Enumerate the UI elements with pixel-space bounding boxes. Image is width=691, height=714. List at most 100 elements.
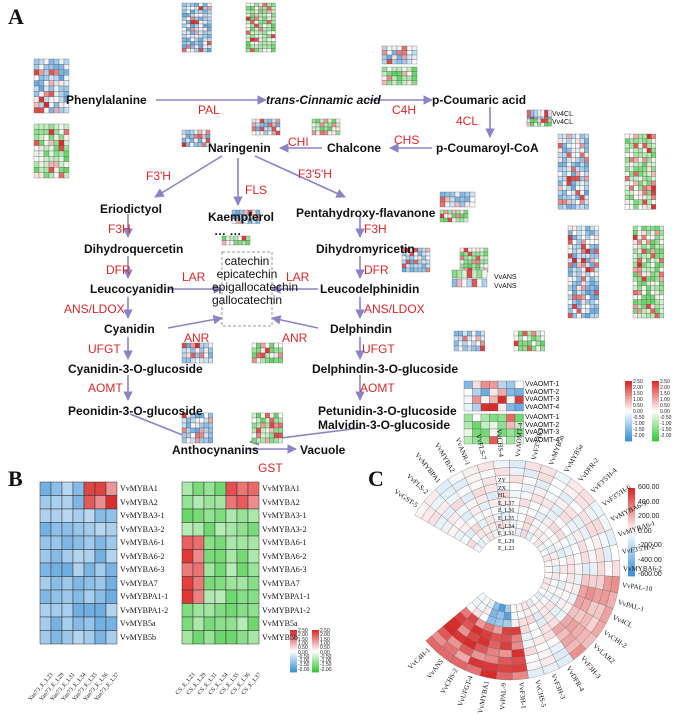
- ufgt-heatmap-green-cell: [659, 235, 664, 240]
- circular-heatmap-cell: [511, 663, 528, 673]
- arrow-f35h: [254, 155, 346, 198]
- heatmap-b-left-cell: [105, 616, 118, 631]
- dfr-heatmap-green-cell: [467, 251, 473, 257]
- legend-b-bar-blue-step: [290, 664, 297, 667]
- fls-heatmap-blue-cell: [48, 107, 55, 114]
- ufgt-heatmap-green-cell: [632, 235, 638, 240]
- dfr-heatmap-blue-cell: [405, 267, 411, 273]
- chs-heatmap-blue-cell: [562, 185, 567, 191]
- chs-heatmap-green-cell: [629, 157, 634, 163]
- pal-heatmap-green-cell: [258, 6, 263, 11]
- chi-heatmap-green-cell: [311, 118, 317, 124]
- heatmap-b-right-cell: [214, 481, 227, 496]
- pal-heatmap-green-cell: [245, 30, 251, 35]
- chs-heatmap-green-cell: [651, 176, 656, 182]
- heatmap-b-left-cell: [83, 495, 96, 510]
- c4h-heatmap-green-cell: [411, 80, 418, 86]
- pal-heatmap-blue-cell: [190, 16, 195, 21]
- chs-heatmap-blue-cell: [557, 157, 563, 163]
- ufgt-heatmap-green-cell: [650, 267, 656, 273]
- fls-heatmap-blue-cell: [48, 85, 55, 92]
- chs-heatmap-green-cell: [638, 157, 643, 163]
- chs-heatmap-blue-cell: [557, 204, 563, 210]
- legend-c-bar-step: [628, 490, 635, 493]
- ufgt-heatmap-blue-cell: [589, 253, 595, 259]
- chs-heatmap-green-cell: [646, 199, 652, 205]
- pal-heatmap-green-cell: [250, 23, 255, 28]
- gst-heatmap-green-cell: [251, 412, 257, 419]
- f3h-left-heatmap-blue-cell: [197, 138, 203, 143]
- chs-heatmap-blue-cell: [562, 147, 567, 153]
- legend-b-bar-green-step: [312, 668, 319, 671]
- legend-b-bar-blue-step: [290, 637, 297, 639]
- aomt-heatmap-blue-cell: [463, 380, 473, 389]
- chs-heatmap-blue-cell: [566, 166, 572, 172]
- ufgt-heatmap-green-cell: [637, 276, 642, 282]
- f3h-heatmap-green-cell: [455, 209, 461, 215]
- legend-a-bar-green-step: [652, 400, 659, 403]
- gst-heatmap-green-cell: [260, 437, 266, 444]
- pal-heatmap-green-cell: [250, 41, 255, 46]
- legend-c-bar-step: [628, 547, 635, 550]
- legend-b-bar-green-step: [312, 638, 319, 640]
- ufgt2-heatmap-blue-cell: [467, 345, 472, 352]
- ufgt-heatmap-blue-cell: [576, 235, 582, 240]
- pal-heatmap-green-cell: [245, 34, 251, 39]
- ufgt-heatmap-blue-cell: [589, 276, 595, 282]
- gst-heatmap-blue-cell: [195, 422, 200, 429]
- ufgt-heatmap-green-cell: [659, 225, 664, 231]
- pal-heatmap-blue-cell: [207, 30, 212, 35]
- gst-heatmap-blue-cell: [190, 427, 196, 434]
- legend-a-tick: -1.00: [633, 421, 645, 427]
- catechin-1: catechin: [224, 254, 270, 268]
- f3h-heatmap-blue-cell: [464, 191, 471, 198]
- anr-heatmap-green-cell: [273, 357, 279, 364]
- gst-heatmap-blue-cell: [203, 422, 209, 429]
- heatmap-b-right-cell: [192, 576, 205, 591]
- ufgt-heatmap-green-cell: [637, 290, 642, 296]
- enzyme-f3h-a: F3H: [108, 222, 131, 236]
- ufgt-heatmap-blue-cell: [572, 281, 577, 286]
- ufgt-heatmap-green-cell: [632, 253, 638, 259]
- aomt-heatmap-blue: [463, 380, 524, 412]
- 4cl-heatmap-green-cell: [530, 122, 535, 127]
- chs-heatmap-green-cell: [624, 185, 630, 191]
- legend-a-bar-blue-step: [625, 439, 632, 442]
- legend-a-bar-green-step: [652, 403, 659, 406]
- ufgt-heatmap-green-cell: [646, 267, 651, 273]
- chs-heatmap-green-cell: [646, 166, 652, 172]
- pal-heatmap-green-cell: [271, 41, 276, 46]
- pal-heatmap-green-cell: [254, 16, 259, 21]
- pal-heatmap-blue-cell: [190, 27, 195, 32]
- chi-heatmap-blue-cell: [251, 126, 257, 132]
- heatmap-b-right-cell: [181, 576, 194, 591]
- legend-c-bar-step: [628, 501, 635, 504]
- pal-heatmap-blue-cell: [194, 48, 199, 53]
- heatmap-b-gene-label: VvMYBA6-2: [120, 551, 165, 561]
- legend-a-bar-blue-step: [625, 417, 632, 419]
- c4h-heatmap-green-cell: [401, 75, 408, 81]
- fls-heatmap-blue-cell: [53, 85, 60, 92]
- legend-b-bar-blue-step: [290, 634, 297, 636]
- gst-heatmap-green-cell: [273, 417, 279, 424]
- chs-heatmap-blue-cell: [562, 162, 567, 168]
- fls-heatmap-blue-cell: [53, 75, 60, 81]
- heatmap-b-left-cell: [83, 603, 96, 618]
- ufgt2-heatmap-green-cell: [535, 330, 541, 337]
- pal-heatmap-green-cell: [250, 37, 255, 42]
- chi-heatmap-blue-cell: [271, 118, 277, 124]
- legend-b-tick: -1.50: [320, 662, 332, 669]
- pal-heatmap-green-cell: [254, 23, 259, 28]
- fls-heatmap-green-cell: [48, 161, 55, 168]
- heatmap-b-right-cell: [214, 562, 227, 577]
- dfr-heatmap-green-cell: [459, 247, 465, 253]
- legend-a-tick: 1.50: [660, 391, 670, 397]
- ans-heatmap-blue-cell: [476, 278, 483, 288]
- ufgt2-heatmap-green-cell: [535, 335, 541, 342]
- chs-heatmap-green-cell: [633, 133, 639, 139]
- chs-heatmap-green-cell: [646, 133, 652, 139]
- chi-heatmap-green-cell: [323, 118, 329, 124]
- dfr-heatmap-blue-cell: [417, 251, 423, 257]
- heatmap-b-right-cell: [203, 508, 216, 523]
- heatmap-b-gene-label: VvMYBA6-1: [262, 538, 307, 547]
